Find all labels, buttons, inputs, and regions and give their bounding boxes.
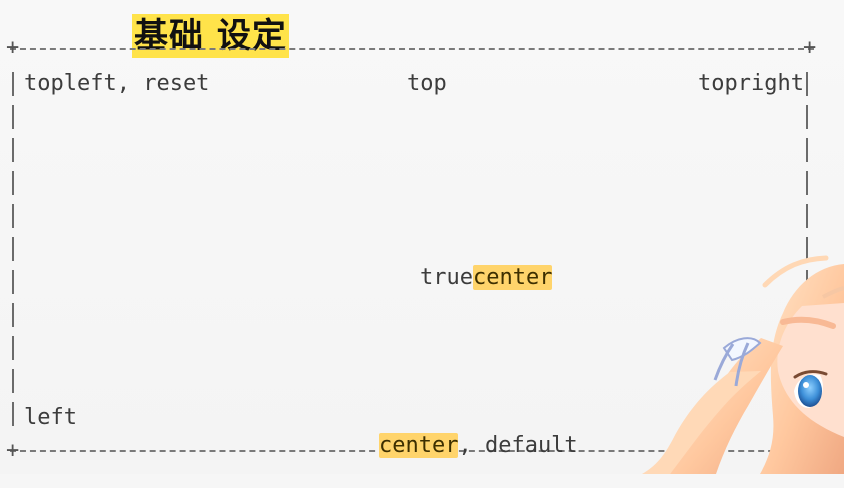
pipe-icon [12, 303, 14, 327]
center-highlight: center [378, 433, 459, 458]
pipe-icon [806, 72, 808, 96]
label-left: left [24, 405, 77, 430]
pipe-icon [806, 204, 808, 228]
pipe-icon [12, 270, 14, 294]
label-top: top [407, 71, 447, 96]
pipe-icon [806, 237, 808, 261]
pipe-icon [12, 138, 14, 162]
corner-plus-top-left-icon: + [6, 35, 20, 60]
pipe-icon [12, 171, 14, 195]
pipe-icon [12, 402, 14, 426]
label-center-default: center, default [326, 404, 578, 488]
pipe-icon [806, 105, 808, 129]
top-dashed-border [10, 48, 814, 50]
corner-plus-bottom-left-icon: + [6, 438, 20, 463]
pipe-icon [12, 369, 14, 393]
pipe-icon [12, 336, 14, 360]
pipe-icon [12, 105, 14, 129]
truecenter-prefix: true [419, 265, 473, 290]
label-topright: topright [698, 71, 804, 96]
center-suffix: , default [458, 433, 578, 458]
truecenter-highlight: center [472, 265, 553, 290]
label-truecenter: truecenter [367, 236, 553, 320]
pipe-icon [806, 138, 808, 162]
pipe-icon [806, 171, 808, 195]
corner-plus-top-right-icon: + [803, 35, 817, 60]
page-title: 基础 设定 [132, 14, 289, 58]
slide-canvas: 基础 设定 + + + + topleft, reset top toprigh… [0, 0, 844, 474]
pipe-icon [12, 204, 14, 228]
label-topleft-reset: topleft, reset [24, 71, 210, 96]
pipe-icon [12, 72, 14, 96]
character-overlay-image [612, 246, 844, 474]
pipe-icon [12, 237, 14, 261]
anime-girl-illustration [642, 255, 844, 474]
